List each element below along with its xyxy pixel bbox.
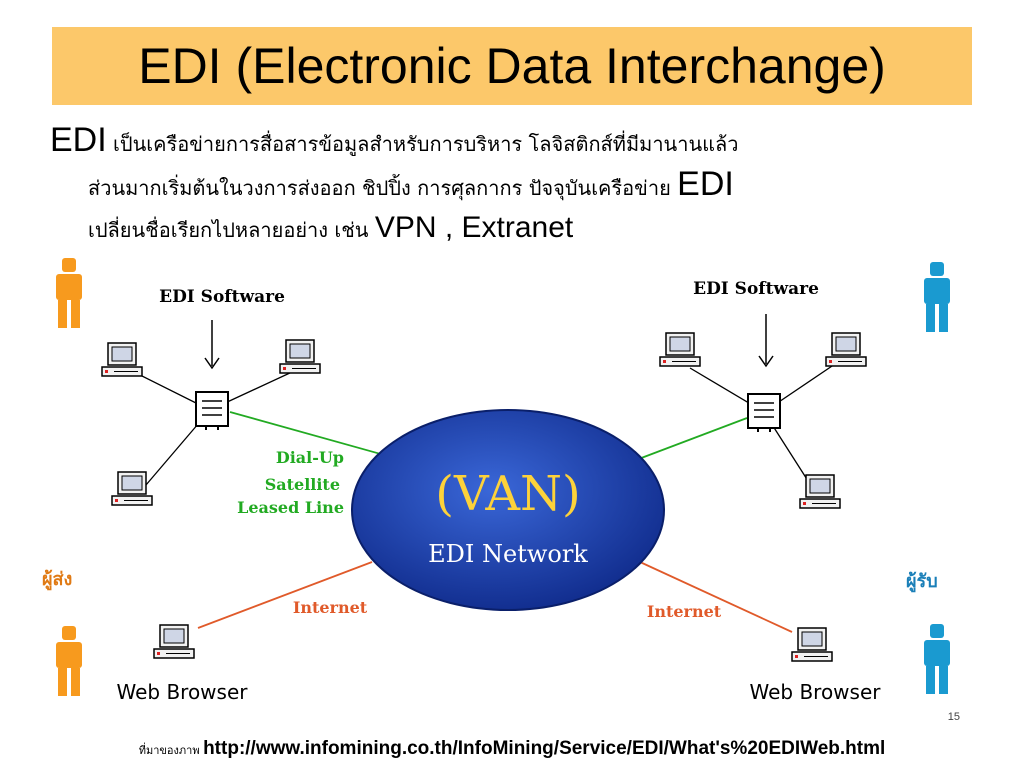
left-pc-top-icon [101,342,143,377]
right-pc-bottom-icon [799,474,841,509]
title-bar: EDI (Electronic Data Interchange) [52,27,972,105]
intro-line-1-text: เป็นเครือข่ายการสื่อสารข้อมูลสำหรับการบร… [106,132,739,156]
left-pc-topright-icon [279,339,321,374]
van-title: (VAN) [435,466,581,522]
left-software-label: EDI Software [159,287,285,307]
van-subtitle: EDI Network [428,540,588,568]
intro-line-2-edi: EDI [677,165,734,203]
intro-line-2: ส่วนมากเริ่มต้นในวงการส่งออก ชิปปิ้ง การ… [50,162,950,206]
left-browser-pc-icon [153,624,195,659]
slide-number: 15 [948,711,960,723]
slide-title: EDI (Electronic Data Interchange) [138,38,886,94]
intro-line-3-tail: VPN , Extranet [374,211,574,244]
left-star-links [129,369,293,493]
left-red-link [197,561,373,629]
van-ellipse [351,409,665,611]
intro-edi-lead: EDI [50,121,107,159]
sender-top-person-icon [56,258,82,328]
source-prefix: ที่มาของภาพ [138,744,204,757]
link-label-dialup: Dial-Up [276,448,344,467]
right-red-link [639,561,793,633]
right-internet-label: Internet [647,602,722,621]
receiver-top-person-icon [924,262,950,332]
sender-bottom-person-icon [56,626,82,696]
receiver-bottom-person-icon [924,624,950,694]
right-server-icon [747,393,781,433]
right-pc-topleft-icon [659,332,701,367]
intro-line-1: EDI เป็นเครือข่ายการสื่อสารข้อมูลสำหรับก… [50,118,950,162]
right-green-link [635,417,748,461]
left-browser-label: Web Browser [116,680,248,704]
receiver-label: ผู้รับ [906,571,938,593]
left-green-link [229,411,396,459]
intro-paragraph: EDI เป็นเครือข่ายการสื่อสารข้อมูลสำหรับก… [50,118,950,250]
right-browser-label: Web Browser [749,680,881,704]
link-label-leased: Leased Line [237,498,344,517]
image-source-line: ที่มาของภาพ http://www.infomining.co.th/… [0,738,1024,760]
sender-label: ผู้ส่ง [42,569,72,591]
intro-line-2-text: ส่วนมากเริ่มต้นในวงการส่งออก ชิปปิ้ง การ… [88,176,678,200]
right-pc-topright-icon [825,332,867,367]
right-software-label: EDI Software [693,279,819,299]
left-internet-label: Internet [293,598,368,617]
left-pc-bottom-icon [111,471,153,506]
intro-line-3: เปลี่ยนชื่อเรียกไปหลายอย่าง เช่น VPN , E… [50,206,950,250]
source-url: http://www.infomining.co.th/InfoMining/S… [203,738,886,759]
link-label-satellite: Satellite [265,475,340,494]
intro-line-3-text: เปลี่ยนชื่อเรียกไปหลายอย่าง เช่น [88,218,375,242]
right-browser-pc-icon [791,627,833,662]
left-server-icon [195,391,229,431]
